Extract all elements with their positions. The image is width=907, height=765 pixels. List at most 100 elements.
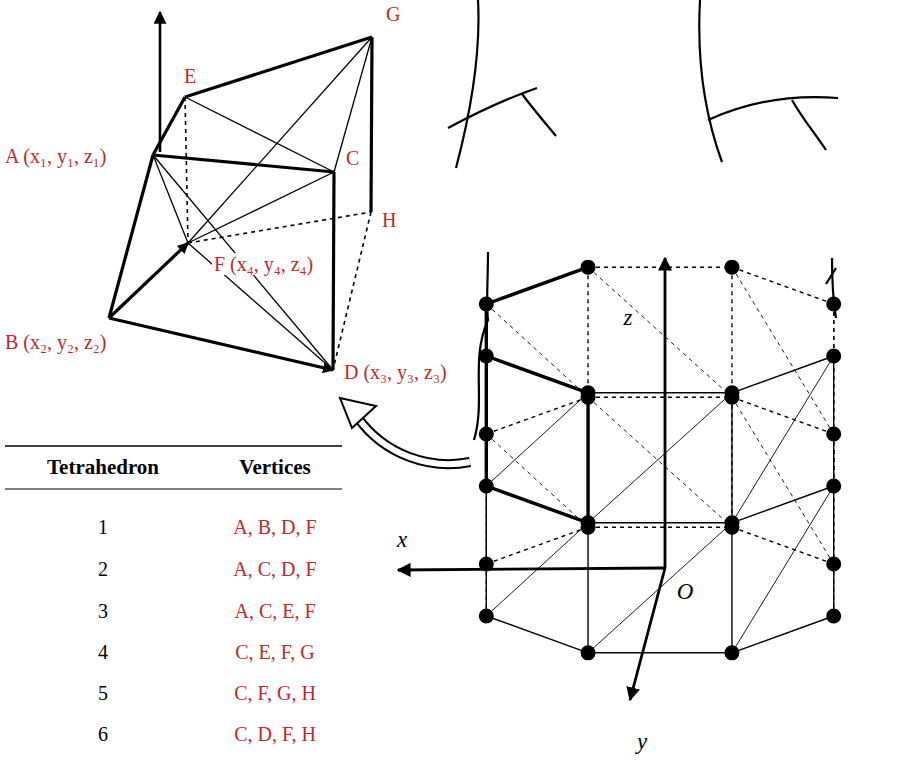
coordinate-axis [398, 568, 665, 570]
table-cell: 4 [96, 641, 110, 663]
prism-edge [334, 37, 372, 172]
axis-label: O [675, 579, 696, 604]
mesh-edge [486, 304, 487, 356]
mesh-edge [588, 396, 732, 397]
prism-edge [188, 243, 333, 370]
prism-edge [188, 172, 334, 243]
table-cell: A, C, E, F [232, 600, 317, 622]
mesh-edge [731, 523, 732, 653]
mesh-node [724, 390, 739, 405]
highlighted-prism [486, 267, 588, 304]
vertex-label: E [182, 65, 198, 87]
mesh-node [826, 479, 841, 494]
mesh-edge [486, 486, 487, 616]
mesh-edge [732, 267, 834, 304]
mesh-edge [732, 397, 834, 564]
highlighted-prism [486, 486, 588, 523]
mesh-edge [486, 304, 588, 397]
mesh-edge [486, 356, 487, 486]
mesh-node [581, 520, 596, 535]
highlighted-prism [586, 393, 589, 523]
mesh-node [479, 426, 494, 441]
mesh-node [724, 260, 739, 275]
mesh-node [581, 390, 596, 405]
mesh-edge [588, 266, 732, 267]
vertical-axis [159, 12, 162, 152]
mesh-edge [732, 616, 834, 653]
mesh-edge [732, 397, 834, 434]
table-cell: C, E, F, G [233, 641, 317, 663]
mesh-edge [731, 397, 732, 527]
mesh-edge [588, 267, 732, 397]
prism-detail [109, 12, 372, 370]
table-cell: 6 [96, 723, 110, 745]
mesh-edge [587, 393, 588, 523]
table-cell: A, B, D, F [231, 516, 318, 538]
prism-edge [153, 155, 188, 243]
prism-edge [109, 155, 153, 318]
mesh-edge [588, 397, 732, 527]
mesh-edge [732, 356, 834, 393]
mesh-edge [731, 267, 732, 397]
mesh-node [581, 260, 596, 275]
prism-edge [153, 155, 334, 172]
mesh-edge [486, 393, 588, 486]
axis-label: x [395, 527, 409, 552]
coordinate-axis [664, 258, 667, 568]
table-cell: C, D, F, H [232, 723, 318, 745]
prism-edge [188, 212, 371, 243]
prism-edge [333, 172, 334, 370]
vertex-label: G [384, 3, 402, 25]
prism-edge [153, 155, 333, 370]
mesh-node [724, 520, 739, 535]
prism-edge [185, 97, 188, 243]
mesh-edge [588, 523, 732, 653]
mesh-node [826, 296, 841, 311]
mesh-edge [732, 267, 834, 434]
mesh-node [826, 556, 841, 571]
vertex-label: B (x₂, y₂, z₂) [3, 331, 108, 353]
mesh-edge [486, 397, 588, 434]
mesh-node [826, 609, 841, 624]
table-header: Tetrahedron [45, 456, 161, 479]
vertex-label: F (x₄, y₄, z₄) [212, 253, 315, 275]
table-rules [5, 446, 342, 489]
mesh-node [826, 349, 841, 364]
mesh-edge [486, 356, 588, 393]
mesh-edge [587, 267, 588, 397]
torso-mesh [398, 258, 841, 700]
mesh-node [826, 426, 841, 441]
mesh-edge [588, 392, 732, 393]
table-header: Vertices [237, 456, 313, 479]
table-cell: 1 [96, 516, 110, 538]
mesh-edge [588, 652, 732, 653]
mesh-edge [486, 434, 588, 527]
mesh-node [479, 349, 494, 364]
prism-edge [333, 212, 371, 370]
table-cell: 2 [96, 558, 110, 580]
highlighted-prism [485, 304, 488, 356]
highlighted-prism [485, 356, 488, 486]
prism-edge [185, 37, 372, 97]
vertex-label: D (x₃, y₃, z₃) [342, 361, 449, 383]
mesh-edge [486, 616, 588, 653]
prism-edge [153, 97, 185, 155]
mesh-node [479, 556, 494, 571]
mesh-node [479, 296, 494, 311]
vertex-label: H [380, 209, 398, 231]
mesh-edge [588, 393, 732, 523]
mesh-edge [588, 526, 732, 527]
mesh-edge [486, 486, 588, 523]
prism-edge [109, 243, 188, 318]
mesh-edge [486, 527, 588, 564]
prism-edge [109, 318, 333, 370]
mesh-edge [486, 523, 588, 616]
body-outline [448, 0, 838, 440]
mesh-edge [732, 486, 834, 523]
mesh-edge [486, 267, 588, 304]
vertex-label: C [344, 147, 361, 169]
mesh-node [479, 609, 494, 624]
mesh-node [724, 645, 739, 660]
